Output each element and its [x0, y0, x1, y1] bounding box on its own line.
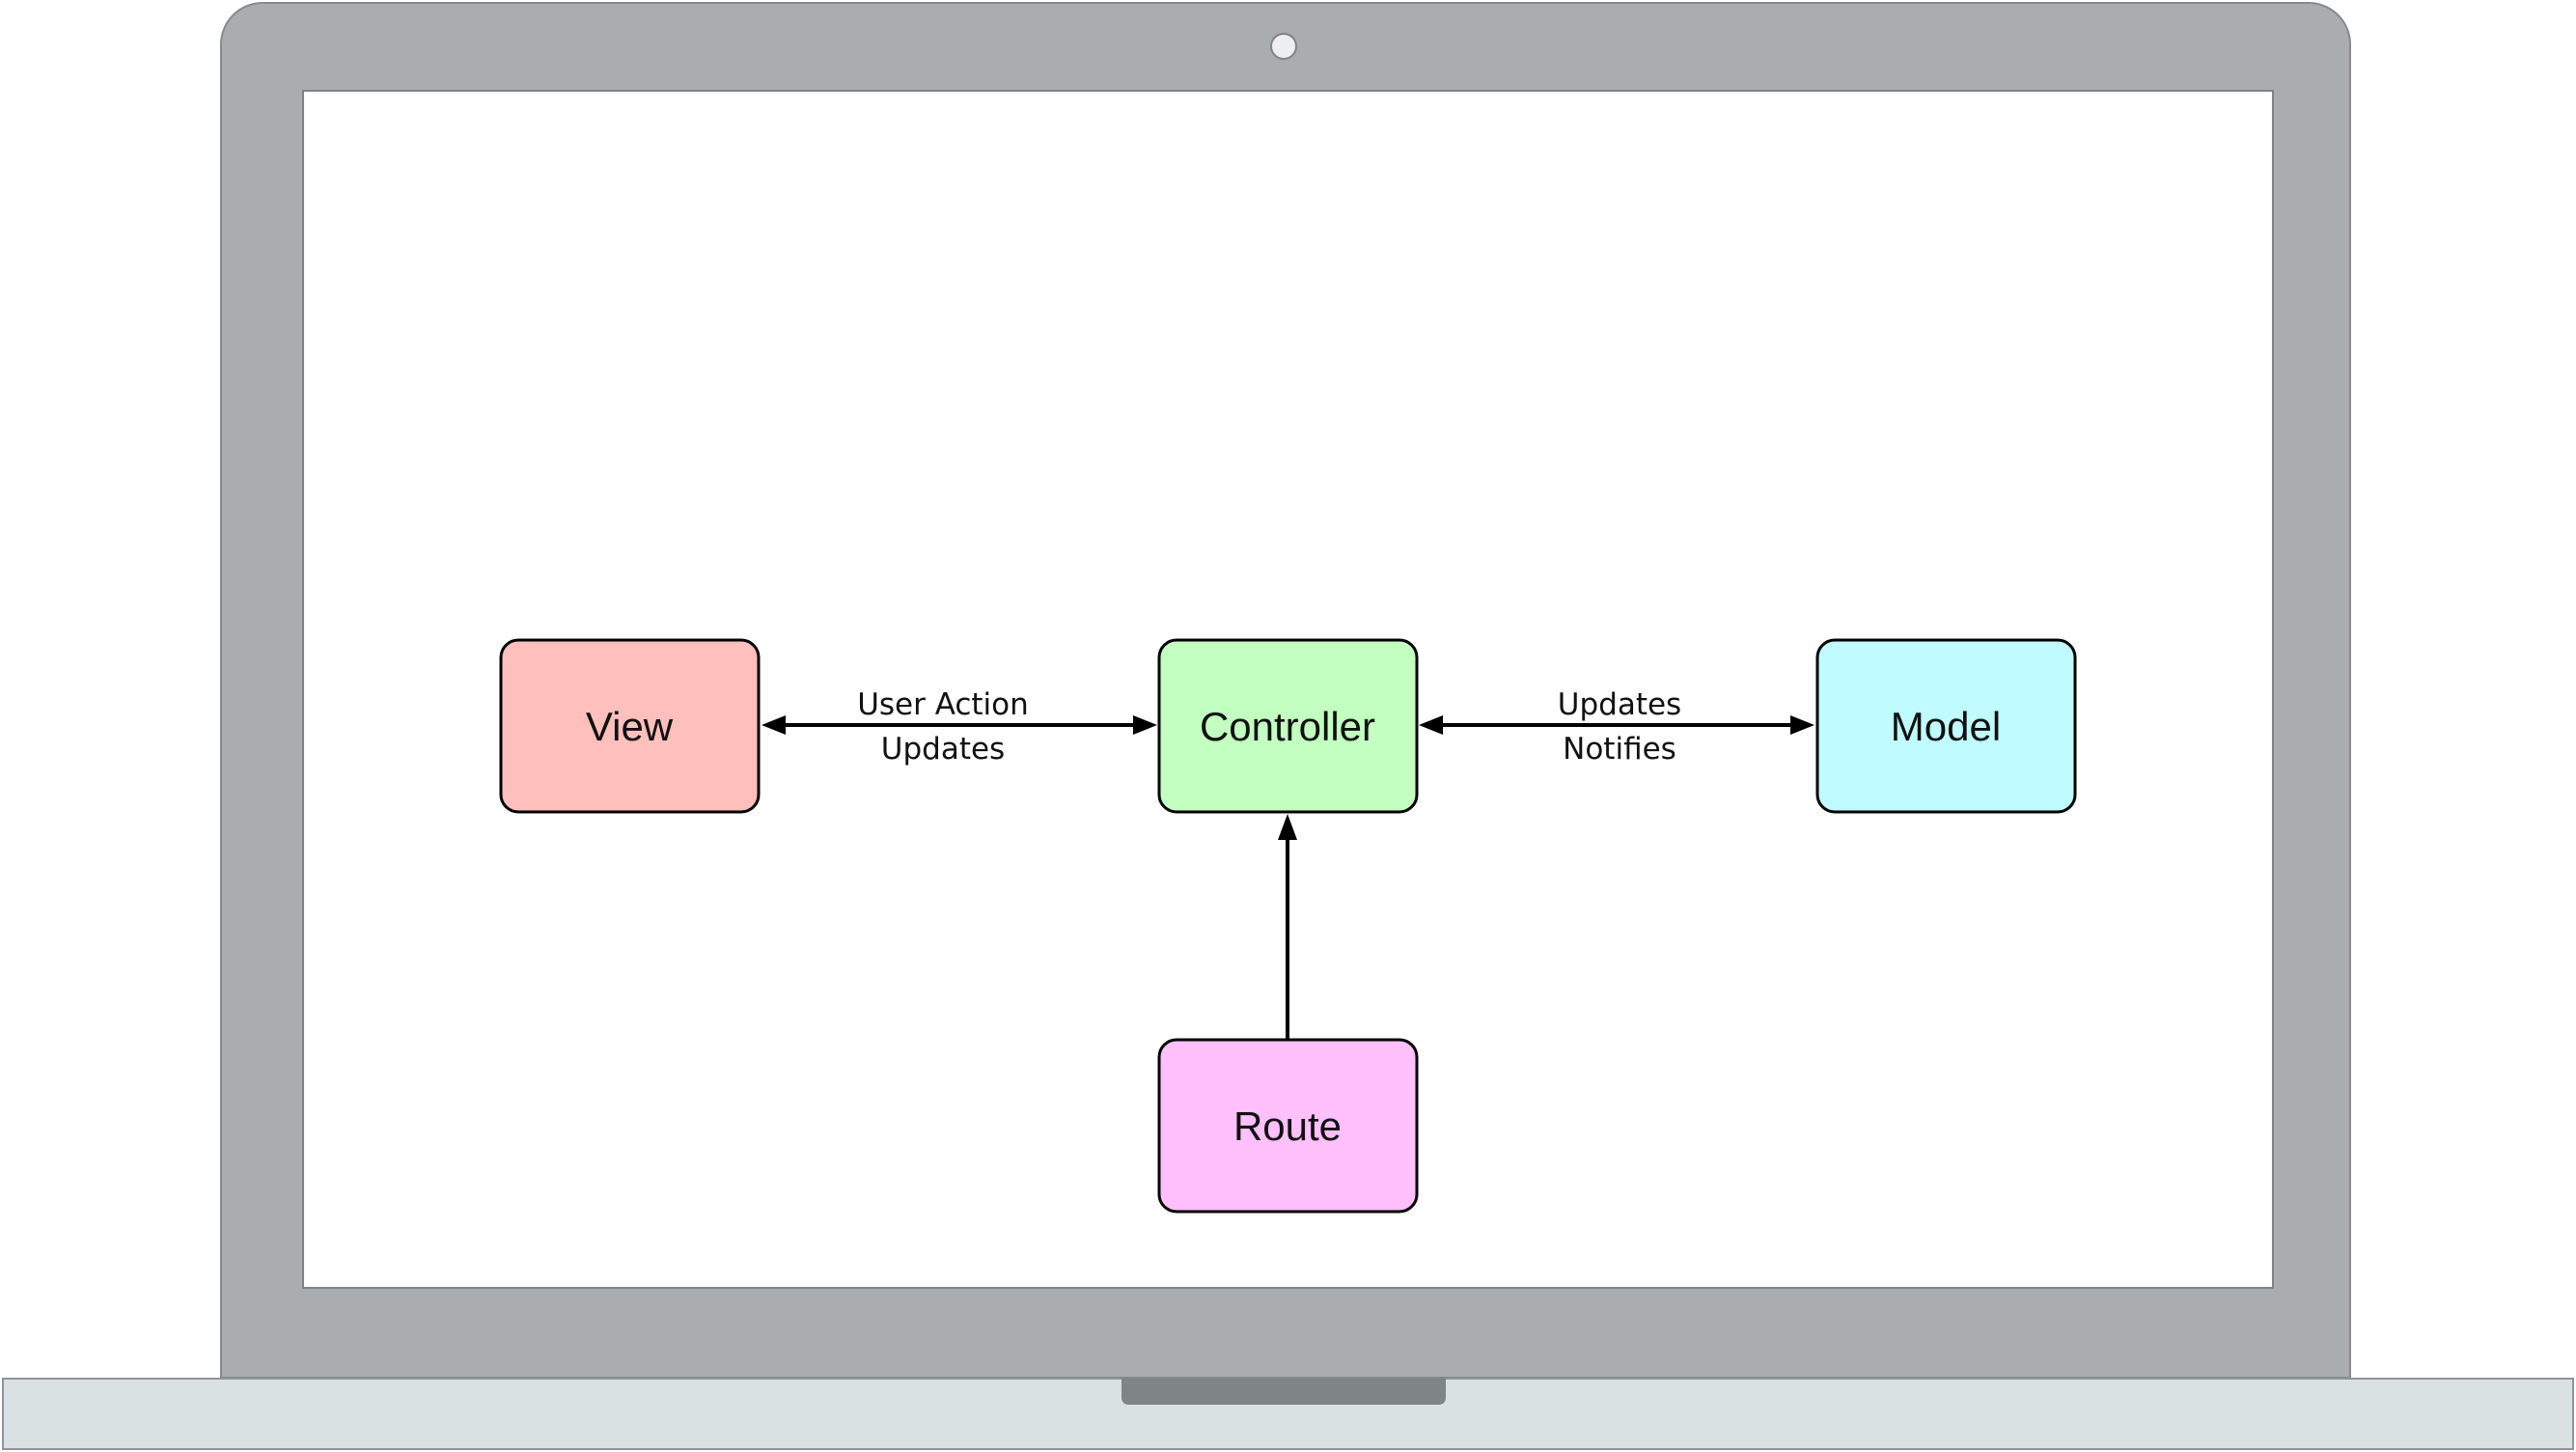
- arrowhead-right-icon: [1133, 715, 1157, 735]
- node-route-label: Route: [1233, 1103, 1342, 1149]
- node-route-box: [1157, 1038, 1419, 1214]
- edge-controller-model: Updates Notifies: [1419, 687, 1814, 767]
- node-model: Model: [1815, 638, 2077, 814]
- edge-label-updates: Updates: [1558, 687, 1681, 722]
- arrowhead-left-icon: [762, 715, 786, 735]
- node-model-label: Model: [1891, 704, 2001, 749]
- arrowhead-left-icon: [1419, 715, 1443, 735]
- edge-label-user-action: User Action: [857, 687, 1029, 722]
- edge-label-notifies: Notifies: [1563, 732, 1676, 767]
- arrowhead-up-icon: [1278, 814, 1297, 840]
- node-controller-box: [1157, 638, 1419, 814]
- webcam-icon: [1270, 33, 1297, 60]
- node-view-box: [499, 638, 761, 814]
- node-controller-label: Controller: [1200, 704, 1375, 749]
- node-view-label: View: [586, 704, 674, 749]
- node-route: Route: [1157, 1038, 1419, 1214]
- arrowhead-right-icon: [1790, 715, 1814, 735]
- edge-label-updates: Updates: [881, 732, 1005, 767]
- node-controller: Controller: [1157, 638, 1419, 814]
- node-view: View: [499, 638, 761, 814]
- edge-route-controller: [1278, 814, 1297, 1040]
- edge-view-controller: User Action Updates: [762, 687, 1157, 767]
- node-model-box: [1815, 638, 2077, 814]
- laptop-base-notch: [1122, 1378, 1446, 1405]
